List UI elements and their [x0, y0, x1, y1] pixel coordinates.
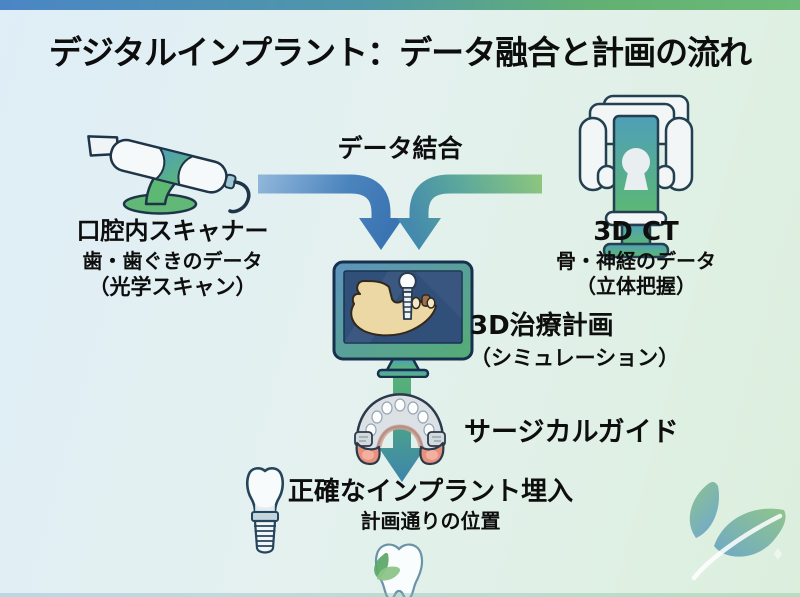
scanner-label-block: 口腔内スキャナー 歯・歯ぐきのデータ （光学スキャン）	[40, 217, 305, 299]
monitor-jaw-implant-icon	[330, 259, 476, 378]
top-accent-bar	[0, 0, 800, 10]
placement-title: 正確なインプラント埋入	[287, 477, 574, 507]
guide-label-block: サージカルガイド	[464, 417, 679, 448]
surgical-guide-icon	[343, 387, 457, 469]
implant-icon	[234, 465, 296, 560]
tooth-leaf-logo	[369, 541, 429, 597]
intraoral-scanner-icon	[86, 114, 264, 218]
bottom-accent-strip	[0, 593, 800, 597]
leaves-logo	[666, 478, 794, 594]
ct-note: （立体把握）	[576, 273, 696, 298]
placement-label-block: 正確なインプラント埋入 計画通りの位置	[283, 477, 578, 533]
plan-label-block: 3D治療計画 （シミュレーション）	[470, 311, 700, 370]
merge-arrow-left	[258, 174, 403, 250]
scanner-title: 口腔内スキャナー	[76, 217, 269, 245]
ct-label-block: 3D CT 骨・神経のデータ （立体把握）	[505, 217, 767, 298]
plan-note: （シミュレーション）	[470, 345, 680, 370]
page-title: デジタルインプラント：データ融合と計画の流れ	[48, 33, 752, 72]
placement-note: 計画通りの位置	[360, 508, 501, 533]
plan-title: 3D治療計画	[470, 311, 614, 341]
scanner-subtitle: 歯・歯ぐきのデータ	[82, 248, 263, 273]
merge-arrow-right	[397, 174, 542, 250]
merge-arrows	[250, 168, 550, 256]
ct-subtitle: 骨・神経のデータ	[556, 248, 716, 273]
ct-scanner-icon	[556, 92, 714, 260]
ct-title: 3D CT	[593, 217, 679, 247]
scanner-note: （光学スキャン）	[88, 274, 257, 299]
guide-title: サージカルガイド	[464, 417, 679, 448]
merge-label: データ結合	[337, 134, 463, 163]
